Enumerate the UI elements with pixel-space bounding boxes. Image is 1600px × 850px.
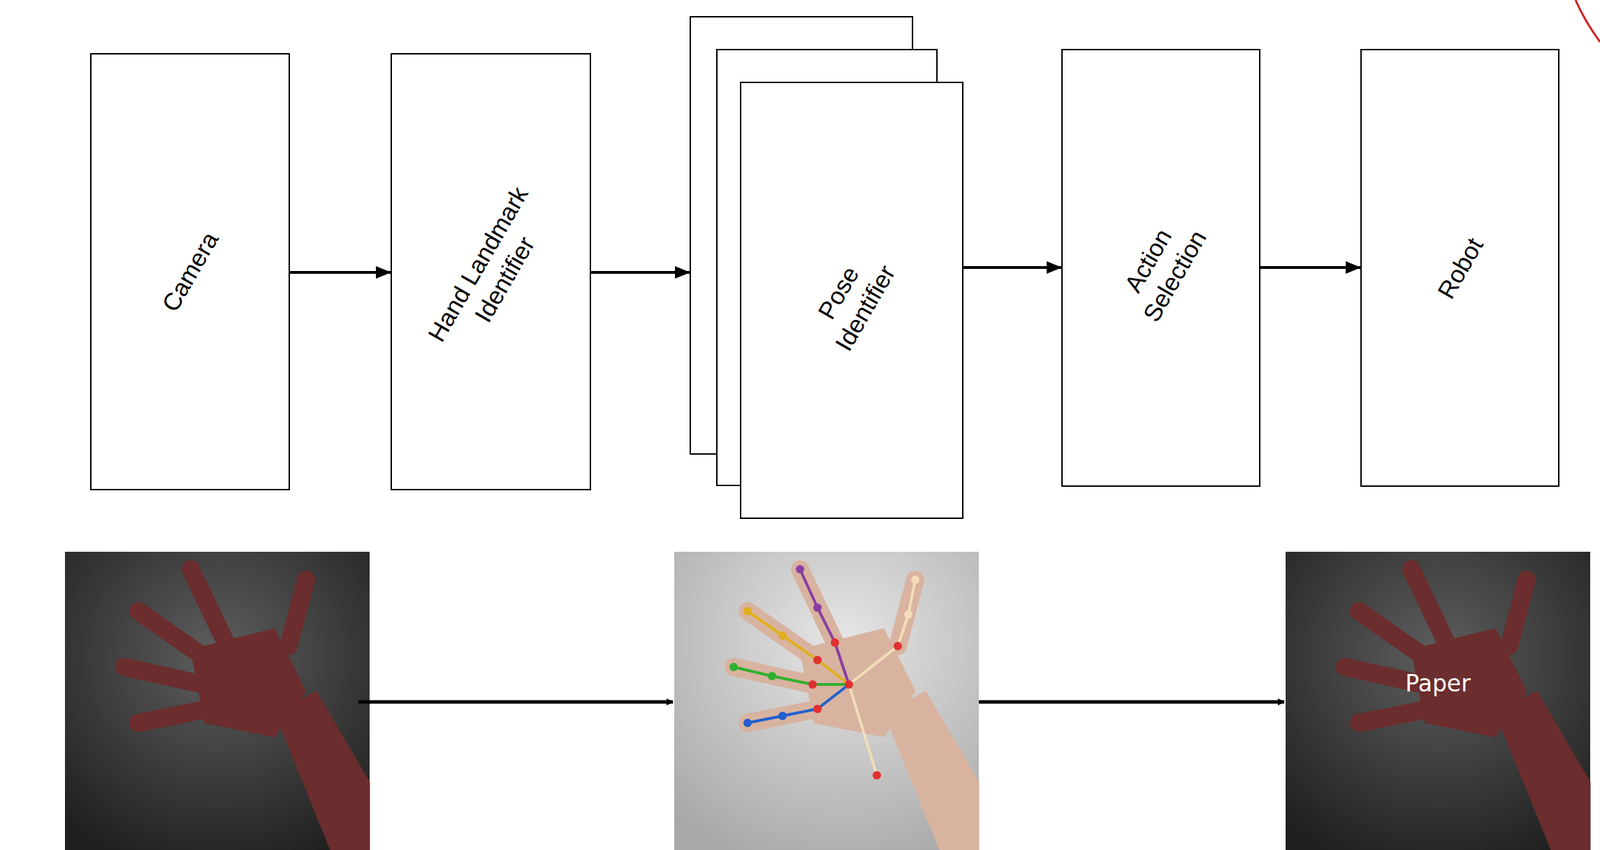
camera-photo — [64, 551, 370, 850]
box-label: Pose Identifier — [790, 224, 914, 377]
pose-result-label: Paper — [1405, 670, 1471, 698]
process-box: Pose Identifier — [739, 81, 964, 520]
process-box: Camera — [90, 53, 290, 491]
box-label: Action Selection — [1099, 192, 1223, 344]
result-photo — [1285, 551, 1591, 850]
process-box: Hand Landmark Identifier — [390, 53, 592, 491]
flow-arrow — [591, 271, 690, 274]
box-label: Camera — [134, 191, 246, 353]
process-box: Action Selection — [1061, 48, 1261, 487]
process-box: Robot — [1360, 48, 1560, 487]
flow-arrow — [1260, 266, 1361, 269]
box-label: Robot — [1412, 199, 1509, 337]
flow-arrow — [978, 700, 1285, 705]
flow-arrow — [963, 266, 1062, 269]
flow-arrow — [358, 700, 673, 705]
landmark-photo — [674, 551, 979, 850]
corner-mark — [1575, 0, 1600, 42]
box-label: Hand Landmark Identifier — [417, 174, 565, 369]
flow-arrow — [289, 271, 391, 274]
